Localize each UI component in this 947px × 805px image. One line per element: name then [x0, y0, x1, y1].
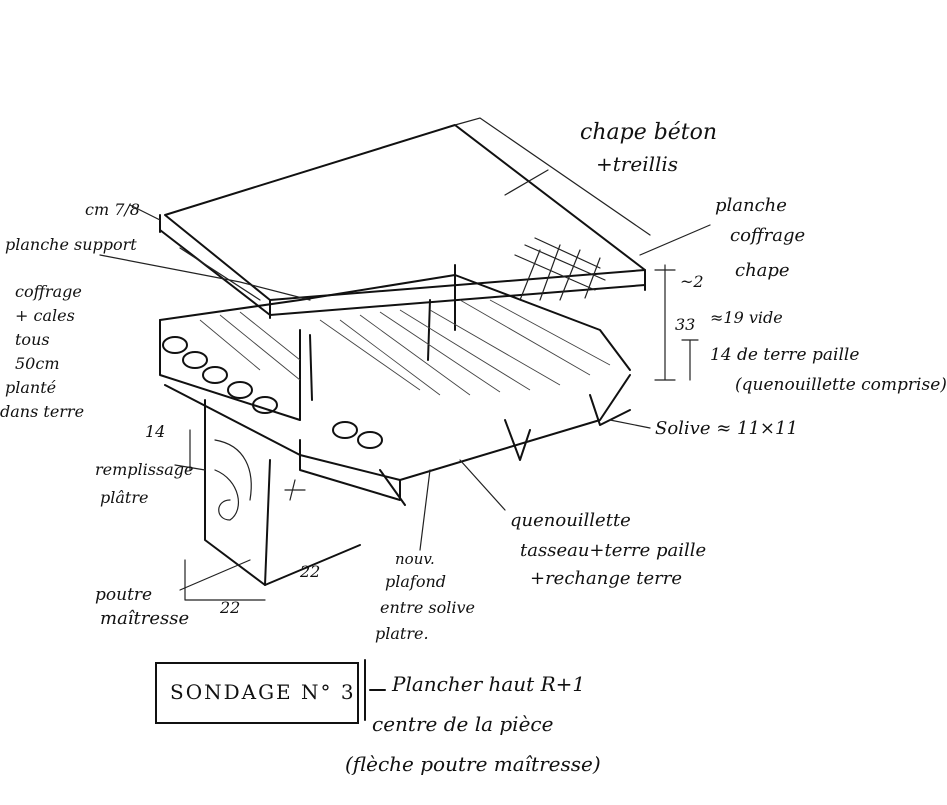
label-dim-33: 33	[675, 315, 696, 334]
chape-slab	[159, 117, 651, 319]
label-dim-19-vide: ≈19 vide	[710, 308, 783, 327]
label-plafond-4: platre.	[375, 624, 429, 643]
label-quenouillette-2: tasseau+terre paille	[520, 540, 707, 561]
label-coffrage-1: coffrage	[15, 282, 82, 301]
label-poutre-2: maîtresse	[100, 608, 190, 629]
label-dim-2: ~2	[680, 272, 704, 291]
quenouillettes-rolls	[162, 336, 383, 449]
label-treillis: +treillis	[596, 152, 679, 176]
label-coffrage-4: 50cm	[15, 354, 60, 373]
middle-layer	[159, 264, 631, 421]
label-remplissage-1: remplissage	[95, 460, 194, 479]
leader-lines	[99, 169, 711, 601]
label-plancher: Plancher haut R+1	[392, 672, 586, 696]
label-dim-22b: 22	[220, 598, 241, 617]
label-dim-14-terre: 14 de terre paille	[710, 345, 860, 365]
label-coffrage-2: + cales	[15, 306, 75, 325]
sondage-box	[155, 662, 359, 724]
label-dim-14: 14	[145, 422, 166, 441]
label-solive: Solive ≈ 11×11	[655, 418, 798, 439]
label-plafond-2: plafond	[385, 572, 446, 591]
treillis-mesh	[514, 237, 606, 301]
label-planche-support: planche support	[5, 235, 137, 254]
label-coffrage-6: dans terre	[0, 402, 85, 421]
label-fleche: (flèche poutre maîtresse)	[345, 752, 601, 776]
label-planche-coffrage-1: planche	[715, 195, 787, 216]
label-plafond-3: entre solive	[380, 598, 475, 617]
label-remplissage-2: plâtre	[100, 488, 149, 507]
label-coffrage-5: planté	[5, 378, 57, 397]
label-poutre-1: poutre	[95, 585, 153, 605]
label-dim-cm78: cm 7/8	[85, 200, 140, 219]
solive-layer	[164, 374, 631, 506]
poutre-maitresse	[204, 399, 361, 586]
label-centre: centre de la pièce	[372, 712, 554, 736]
label-quenouillette-3: +rechange terre	[530, 568, 682, 589]
label-quenouillette-comprise: (quenouillette comprise)	[735, 375, 947, 395]
label-chape-beton: chape béton	[580, 120, 718, 145]
label-planche-coffrage-3: chape	[735, 260, 790, 281]
label-quenouillette-1: quenouillette	[510, 510, 631, 531]
label-plafond-1: nouv.	[395, 550, 435, 568]
label-dim-22a: 22	[300, 562, 321, 581]
label-coffrage-3: tous	[15, 330, 50, 349]
label-planche-coffrage-2: coffrage	[730, 225, 806, 246]
label-sondage: SONDAGE N° 3	[170, 680, 356, 704]
sondage-bracket	[364, 659, 386, 721]
